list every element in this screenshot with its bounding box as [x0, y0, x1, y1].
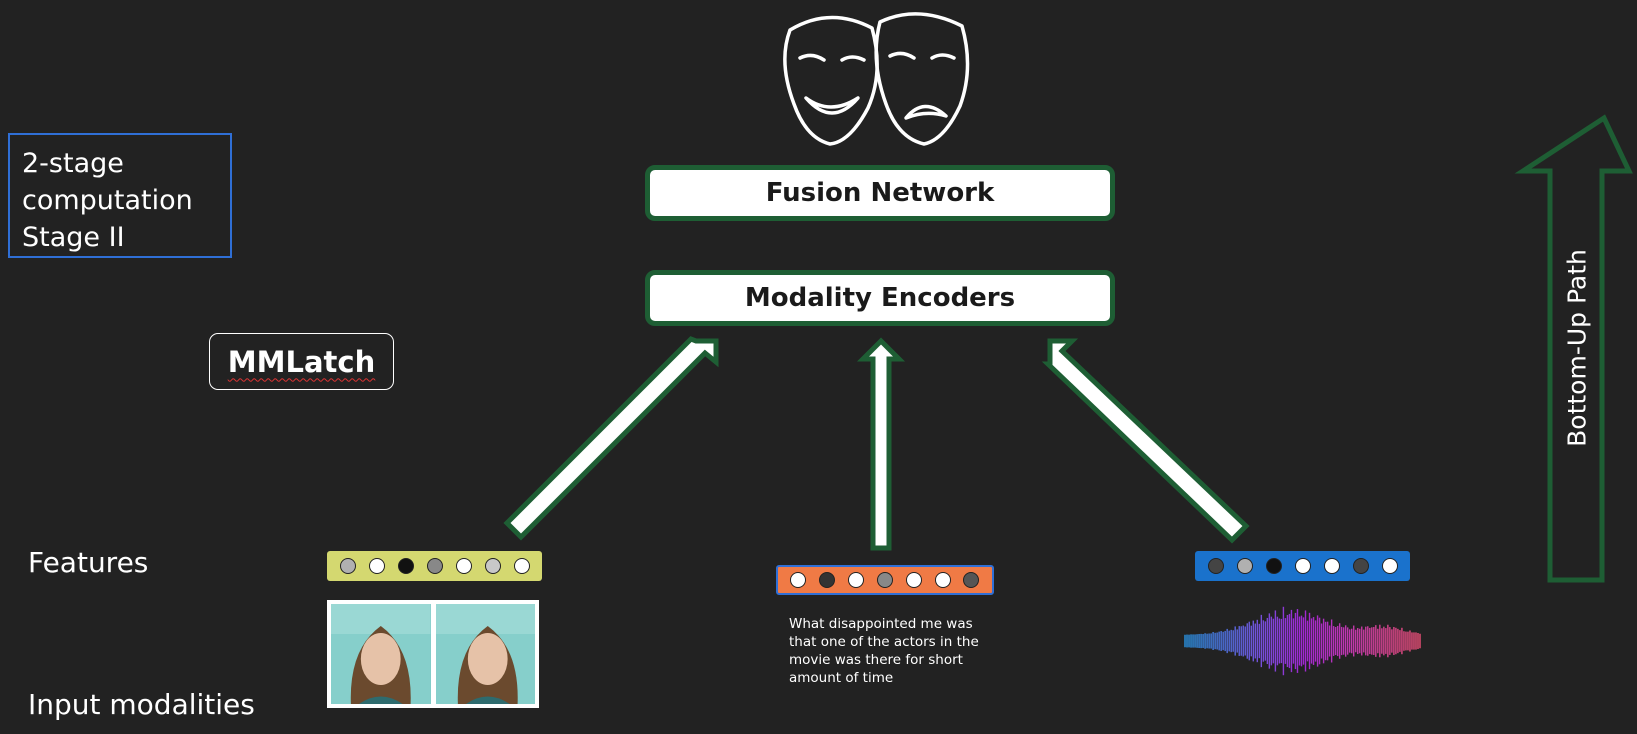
mmlatch-label: MMLatch — [227, 344, 376, 379]
fusion-network-box: Fusion Network — [645, 165, 1115, 221]
stage-info-box: 2-stage computation Stage II — [8, 133, 232, 258]
feature-dot — [905, 572, 922, 588]
feature-dot — [397, 558, 414, 574]
video-frame-image — [331, 604, 431, 704]
audio-waveform-icon — [1184, 606, 1421, 676]
features-label: Features — [28, 546, 149, 579]
feature-dot — [819, 572, 836, 588]
stage-line: Stage II — [22, 222, 125, 253]
feature-dot — [790, 572, 807, 588]
feature-dot — [1236, 558, 1253, 574]
feature-dot — [934, 572, 951, 588]
text-transcript: What disappointed me was that one of the… — [789, 616, 979, 686]
video-frame-image — [435, 604, 535, 704]
feature-dot — [455, 558, 472, 574]
video-feature-vector — [327, 551, 542, 581]
modality-encoders-box: Modality Encoders — [645, 270, 1115, 326]
feature-dot — [963, 572, 980, 588]
video-encoder-arrow — [503, 336, 719, 541]
feature-dot — [1381, 558, 1398, 574]
bottom-up-path-label: Bottom-Up Path — [1562, 249, 1592, 447]
bottom-up-arrow — [1514, 114, 1633, 583]
audio-encoder-arrow — [1041, 338, 1250, 544]
feature-dot — [426, 558, 443, 574]
text-encoder-arrow — [856, 337, 906, 551]
audio-feature-vector — [1195, 551, 1410, 581]
feature-dot — [1352, 558, 1369, 574]
theater-masks-icon — [783, 12, 970, 146]
feature-dot — [1207, 558, 1224, 574]
video-frames — [327, 600, 539, 708]
mmlatch-badge: MMLatch — [209, 333, 394, 390]
input-modalities-label: Input modalities — [28, 688, 255, 721]
feature-dot — [876, 572, 893, 588]
text-feature-vector — [776, 565, 994, 595]
feature-dot — [513, 558, 530, 574]
stage-line: computation — [22, 185, 193, 216]
feature-dot — [339, 558, 356, 574]
feature-dot — [1265, 558, 1282, 574]
feature-dot — [368, 558, 385, 574]
feature-dot — [484, 558, 501, 574]
feature-dot — [1323, 558, 1340, 574]
feature-dot — [848, 572, 865, 588]
stage-line: 2-stage — [22, 148, 124, 179]
feature-dot — [1294, 558, 1311, 574]
